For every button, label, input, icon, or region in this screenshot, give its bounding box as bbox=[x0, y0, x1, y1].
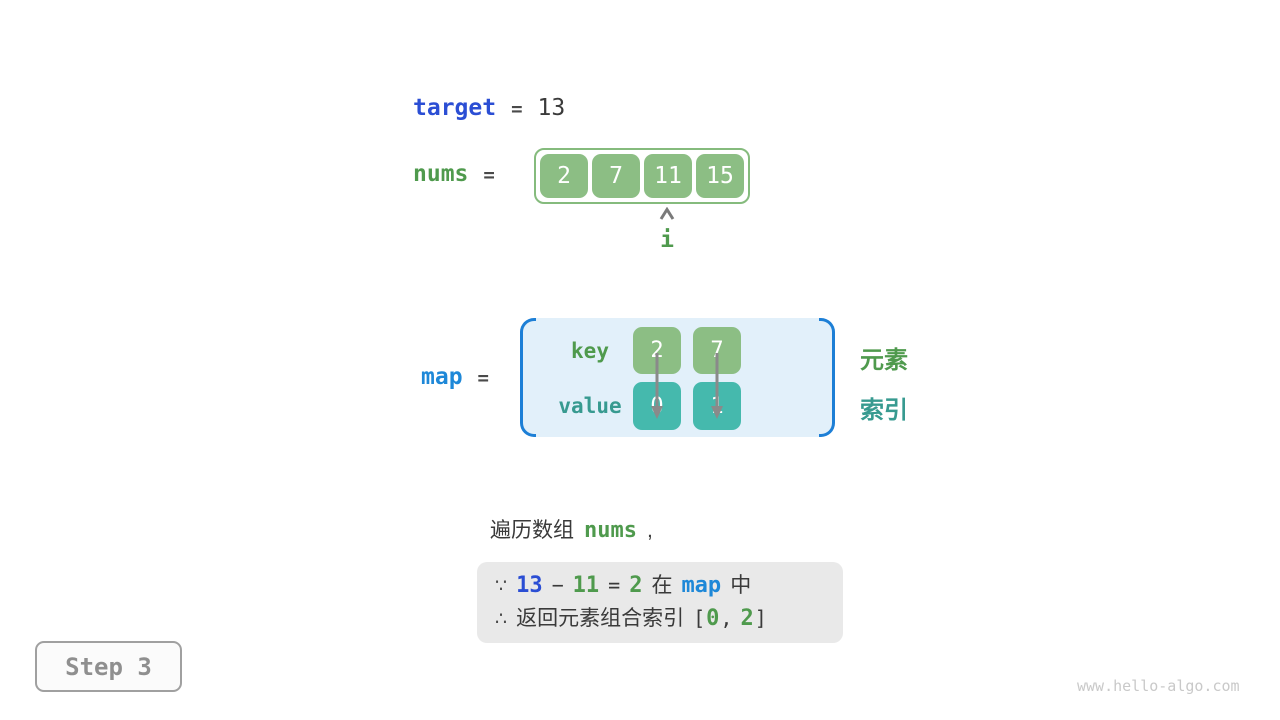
current-number: 11 bbox=[572, 573, 600, 598]
array-cell: 2 bbox=[540, 154, 588, 198]
target-keyword: target bbox=[413, 95, 497, 121]
result-index-0: 0 bbox=[706, 606, 720, 631]
comma: , bbox=[720, 606, 733, 630]
map-key-cell: 7 bbox=[693, 327, 741, 374]
side-label-element: 元素 bbox=[860, 347, 908, 374]
equals-sign: = bbox=[608, 573, 621, 597]
index-pointer-label: i bbox=[660, 227, 674, 253]
step-badge: Step 3 bbox=[35, 641, 182, 692]
hash-map-box: key value 2 7 0 1 bbox=[520, 318, 835, 437]
therefore-symbol: ∴ bbox=[495, 609, 508, 630]
map-inline-code: map bbox=[681, 573, 722, 598]
key-row-label: key bbox=[571, 338, 609, 363]
watermark: www.hello-algo.com bbox=[1077, 677, 1240, 695]
array-cell: 7 bbox=[592, 154, 640, 198]
target-row: target = 13 bbox=[413, 95, 565, 121]
array-cell: 15 bbox=[696, 154, 744, 198]
right-bracket-icon bbox=[819, 318, 835, 437]
equals-sign: = bbox=[477, 367, 489, 389]
complement-number: 2 bbox=[629, 573, 643, 598]
nums-keyword: nums bbox=[413, 161, 469, 187]
close-bracket: ] bbox=[754, 606, 767, 630]
conclusion-note: ∵ 13 − 11 = 2 在 map 中 ∴ 返回元素组合索引 [ 0 , 2… bbox=[477, 562, 843, 643]
value-row-label: value bbox=[558, 394, 622, 418]
return-text: 返回元素组合索引 bbox=[516, 607, 685, 630]
note-line-1: ∵ 13 − 11 = 2 在 map 中 bbox=[495, 569, 843, 602]
word-within: 中 bbox=[730, 574, 752, 597]
sentence-prefix: 遍历数组 bbox=[490, 519, 574, 542]
note-line-2: ∴ 返回元素组合索引 [ 0 , 2 ] bbox=[495, 602, 843, 635]
result-index-pair: [ 0 , 2 ] bbox=[693, 606, 767, 631]
traverse-sentence: 遍历数组 nums , bbox=[490, 514, 653, 544]
because-symbol: ∵ bbox=[495, 576, 508, 597]
map-label-row: map = bbox=[421, 364, 489, 390]
map-keyword: map bbox=[421, 364, 463, 390]
nums-array: 2 7 11 15 bbox=[534, 148, 750, 204]
side-label-index: 索引 bbox=[860, 397, 908, 424]
map-value-cell: 0 bbox=[633, 382, 681, 430]
target-number: 13 bbox=[516, 573, 543, 598]
map-key-cell: 2 bbox=[633, 327, 681, 374]
equals-sign: = bbox=[483, 164, 495, 186]
word-in: 在 bbox=[651, 574, 673, 597]
open-bracket: [ bbox=[693, 606, 706, 630]
left-bracket-icon bbox=[520, 318, 536, 437]
nums-label-row: nums = bbox=[413, 161, 495, 187]
map-value-cell: 1 bbox=[693, 382, 741, 430]
nums-inline-code: nums bbox=[584, 518, 637, 543]
sentence-comma: , bbox=[646, 519, 653, 542]
minus-sign: − bbox=[551, 573, 564, 597]
caret-up-icon bbox=[659, 207, 675, 220]
target-value: 13 bbox=[537, 95, 566, 121]
array-cell: 11 bbox=[644, 154, 692, 198]
equals-sign: = bbox=[511, 98, 523, 120]
result-index-1: 2 bbox=[740, 606, 754, 631]
